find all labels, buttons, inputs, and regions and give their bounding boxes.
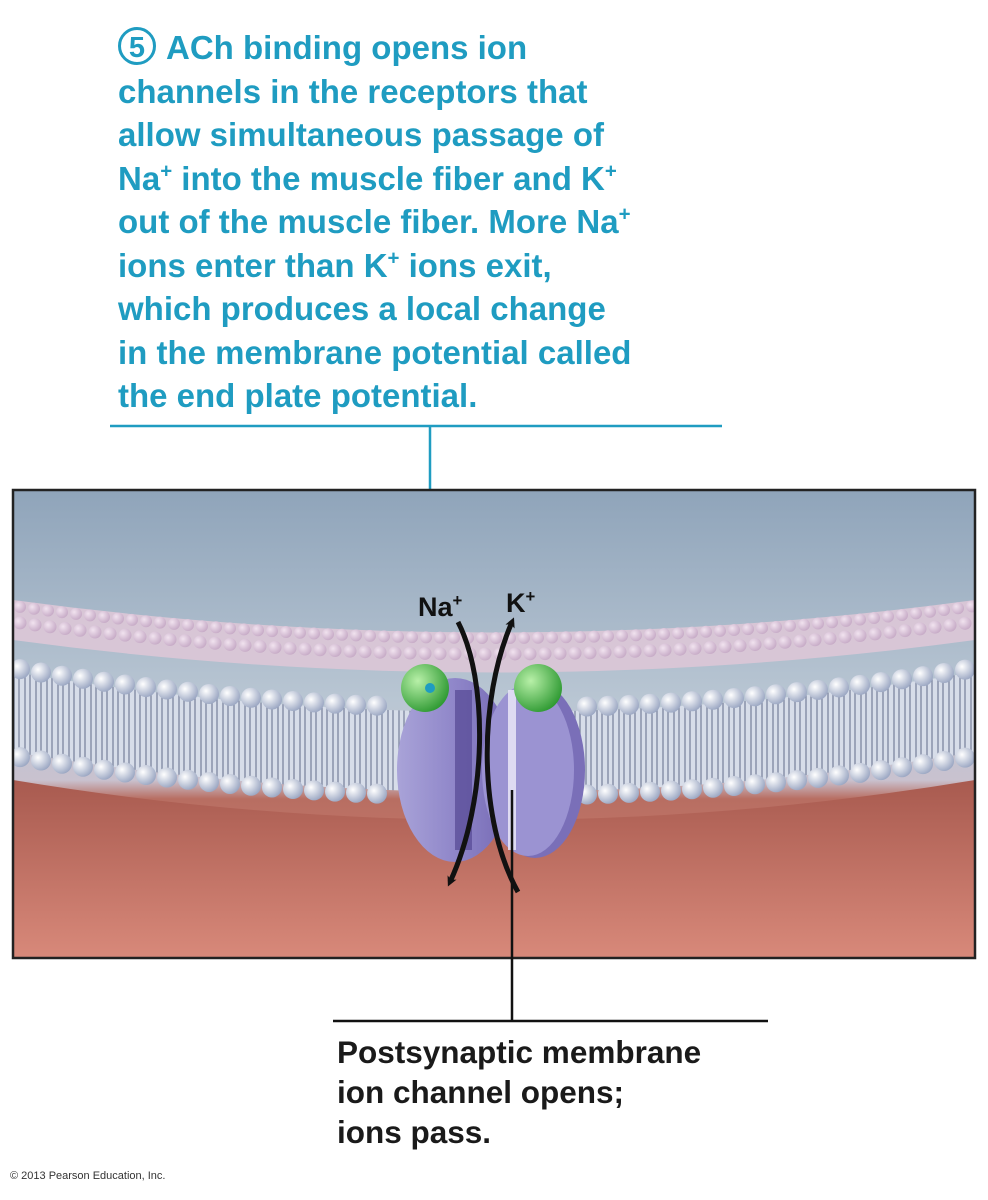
caption-line-2: ion channel opens; (337, 1072, 701, 1112)
caption-line-3: ions pass. (337, 1112, 701, 1152)
channel-caption: Postsynaptic membrane ion channel opens;… (337, 1032, 701, 1152)
caption-line-1: Postsynaptic membrane (337, 1032, 701, 1072)
na-ion-label: Na+ (418, 592, 462, 623)
ach-receptor-right (514, 664, 562, 712)
copyright-notice: © 2013 Pearson Education, Inc. (10, 1170, 165, 1182)
k-ion-label: K+ (506, 588, 535, 619)
